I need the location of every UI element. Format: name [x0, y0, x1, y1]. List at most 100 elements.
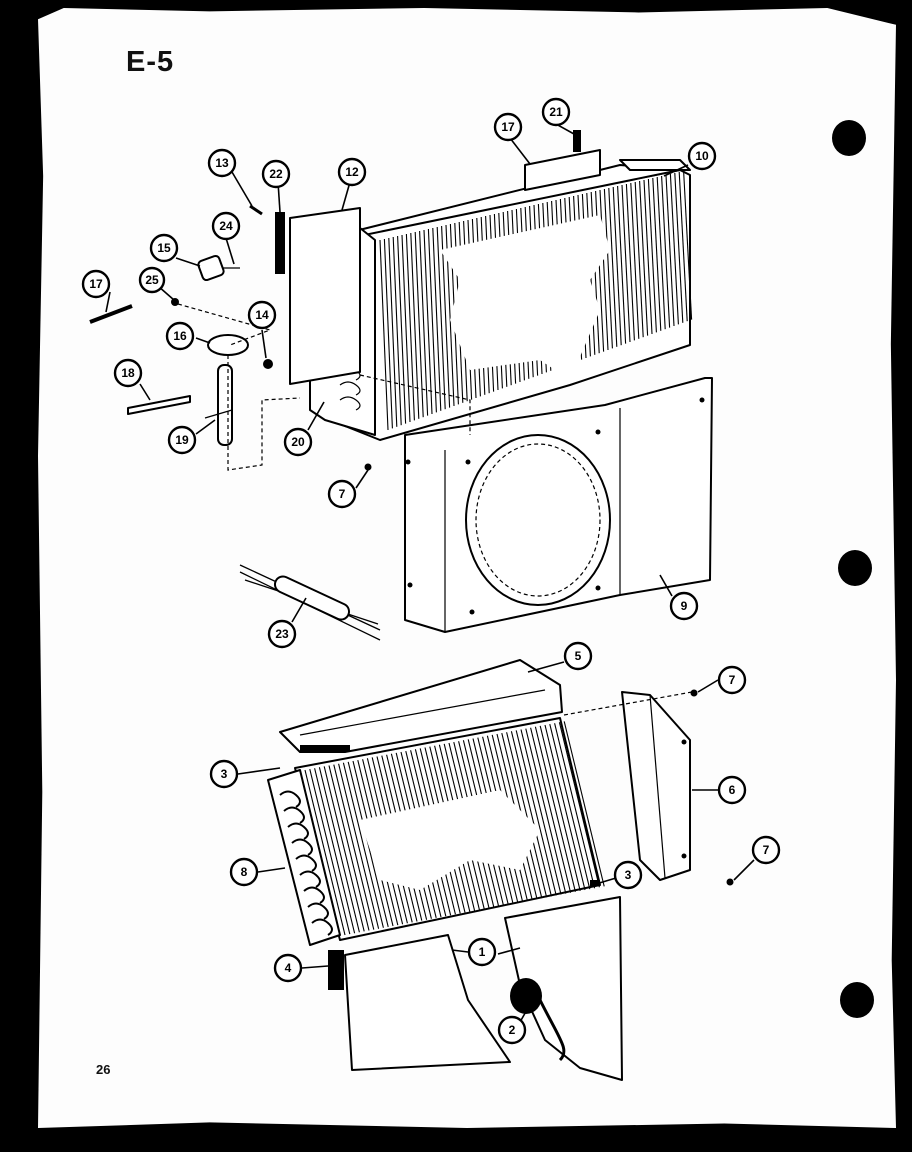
callout-13: 13 [207, 148, 237, 178]
coil-fin [558, 722, 600, 888]
coil-fin [621, 184, 631, 343]
svg-text:8: 8 [241, 865, 248, 879]
callout-15: 15 [149, 233, 179, 263]
coil-hairpin [311, 918, 333, 936]
callout-20: 20 [283, 427, 313, 457]
power-cord [239, 564, 381, 641]
callout-12: 12 [337, 157, 367, 187]
coil-fin [383, 238, 393, 429]
coil-fin [544, 724, 586, 891]
coil-fin [333, 764, 375, 930]
coil-hairpin [299, 870, 321, 888]
coil-fin [599, 189, 609, 351]
svg-text:14: 14 [255, 308, 269, 322]
coil-fin [661, 175, 671, 328]
coil-fin [643, 179, 653, 335]
coil-hairpin [295, 854, 317, 872]
coil-fin [318, 767, 360, 933]
coil-fin [603, 188, 613, 349]
svg-text:9: 9 [681, 599, 688, 613]
svg-text:24: 24 [219, 219, 233, 233]
coil-hairpin [291, 838, 313, 856]
callout-4: 4 [273, 953, 303, 983]
coil-hairpin [339, 381, 361, 396]
coil-fin [441, 225, 451, 408]
coil-hairpin [283, 806, 305, 824]
coil-fin [549, 723, 591, 890]
coil-fin [423, 229, 433, 415]
coil-fin [630, 182, 640, 339]
callout-3-right: 3 [613, 860, 643, 890]
coil-fin [652, 177, 662, 331]
coil-fin [338, 763, 380, 929]
coil-fin [309, 768, 351, 935]
svg-text:6: 6 [729, 783, 736, 797]
coil-fin [304, 769, 346, 936]
coil-fin [639, 180, 649, 336]
coil-fin [414, 231, 424, 418]
coil-fin [647, 178, 657, 333]
svg-text:7: 7 [729, 673, 736, 687]
coil-hairpin [307, 902, 329, 920]
svg-text:1: 1 [479, 945, 486, 959]
svg-text:19: 19 [175, 433, 189, 447]
coil-fin [432, 227, 442, 411]
callout-6: 6 [717, 775, 747, 805]
coil-fin [510, 731, 552, 897]
svg-text:17: 17 [89, 277, 103, 291]
callout-17-left: 17 [81, 269, 111, 299]
side-panel [621, 691, 691, 881]
callout-25: 25 [138, 266, 166, 294]
callout-18: 18 [113, 358, 143, 388]
svg-text:3: 3 [625, 868, 632, 882]
coil-fin [342, 762, 384, 928]
coil-fin [323, 766, 365, 932]
coil-fin [436, 226, 446, 410]
svg-text:17: 17 [501, 120, 515, 134]
callout-24: 24 [211, 211, 241, 241]
coil-fin [634, 181, 644, 338]
callout-7-right-bottom: 7 [751, 835, 781, 865]
punch-hole-bottom [840, 982, 874, 1018]
svg-text:7: 7 [339, 487, 346, 501]
callout-8: 8 [229, 857, 259, 887]
punch-hole-top [832, 120, 866, 156]
evaporator-coil [267, 717, 605, 946]
callout-3-left: 3 [209, 759, 239, 789]
callout-10: 10 [687, 141, 717, 171]
coil-fin [515, 730, 557, 896]
page-number: 26 [96, 1062, 111, 1077]
callout-1: 1 [467, 937, 497, 967]
svg-text:20: 20 [291, 435, 305, 449]
callout-23: 23 [267, 619, 297, 649]
coil-fin [608, 187, 618, 347]
callout-21: 21 [541, 97, 571, 127]
coil-fin [379, 239, 389, 431]
svg-text:15: 15 [157, 241, 171, 255]
coil-fin [405, 233, 415, 421]
top-bracket [524, 130, 691, 191]
coil-fin [397, 235, 407, 424]
coil-fin [534, 726, 576, 892]
coil-fin [392, 236, 402, 426]
coil-fin [401, 234, 411, 423]
punch-hole-middle [838, 550, 872, 586]
callout-19: 19 [167, 425, 197, 455]
callout-16: 16 [165, 321, 195, 351]
fan-shroud [404, 377, 713, 633]
coil-fin [520, 729, 562, 895]
small-parts [89, 204, 471, 471]
coil-hairpin [279, 790, 301, 808]
svg-text:16: 16 [173, 329, 187, 343]
coil-fin [328, 765, 370, 931]
svg-text:2: 2 [509, 1023, 516, 1037]
svg-text:12: 12 [345, 165, 359, 179]
svg-text:10: 10 [695, 149, 709, 163]
coil-fin [419, 230, 429, 416]
svg-text:3: 3 [221, 767, 228, 781]
coil-fin [388, 237, 398, 427]
coil-fin [656, 176, 666, 330]
callout-9: 9 [669, 591, 699, 621]
